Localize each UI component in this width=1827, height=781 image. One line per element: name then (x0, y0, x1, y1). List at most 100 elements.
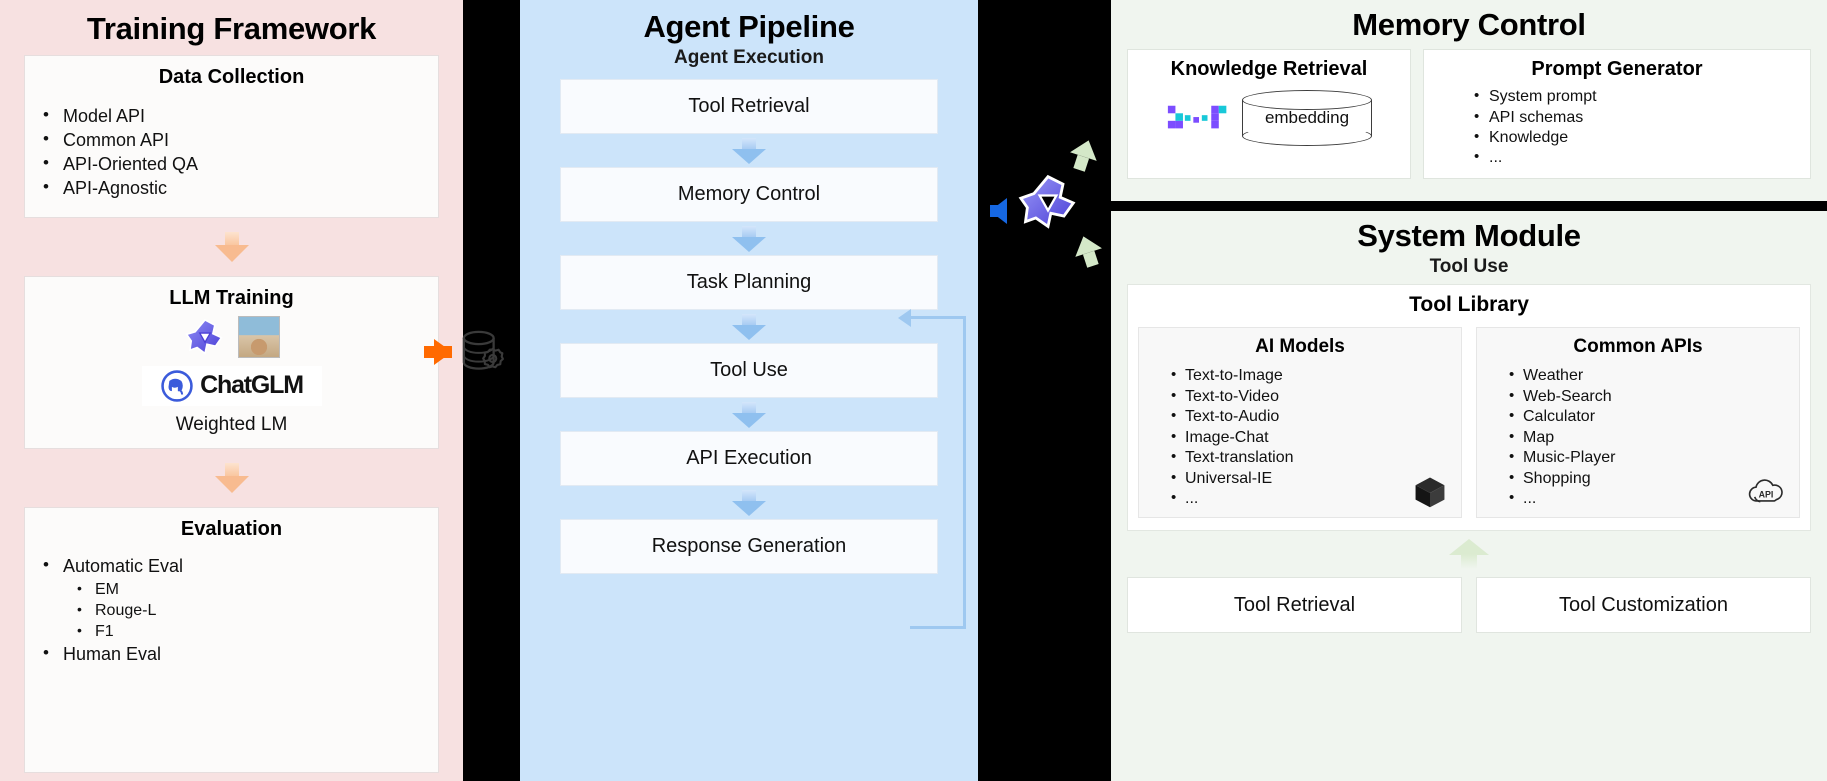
list-item: Text-to-Video (1171, 386, 1451, 407)
list-item: Web-Search (1509, 386, 1789, 407)
list-item: Text-translation (1171, 447, 1451, 468)
list-item: Shopping (1509, 468, 1789, 489)
list-item: Text-to-Image (1171, 365, 1451, 386)
list-item: API-Oriented QA (33, 152, 430, 177)
pipeline-step-tool-retrieval[interactable]: Tool Retrieval (560, 79, 938, 135)
list-item: ... (1171, 488, 1451, 509)
memory-control-panel: Memory Control Knowledge Retrieval (1111, 0, 1827, 201)
embedding-store-icon: embedding (1242, 90, 1372, 147)
glm-hexagon-icon (1018, 174, 1076, 229)
list-item: ... (1474, 147, 1800, 168)
ai-models-title: AI Models (1255, 336, 1345, 358)
list-item: API-Agnostic (33, 176, 430, 201)
agent-pipeline-panel: Agent Pipeline Agent Execution Tool Retr… (520, 0, 978, 781)
prompt-generator-card: Prompt Generator System prompt API schem… (1423, 49, 1811, 180)
memory-control-title: Memory Control (1352, 7, 1586, 42)
data-collection-card: Data Collection Model API Common API API… (24, 55, 439, 218)
evaluation-card: Evaluation Automatic Eval EM Rouge-L F1 … (24, 506, 439, 773)
cube-icon (1415, 478, 1445, 508)
database-gear-icon (462, 330, 504, 370)
system-module-subtitle: Tool Use (1429, 256, 1509, 278)
list-item: Calculator (1509, 406, 1789, 427)
evaluation-list: Automatic Eval EM Rouge-L F1 Human Eval (33, 554, 430, 667)
pipeline-arrow (534, 222, 964, 255)
list-item: ... (1509, 488, 1789, 509)
pipeline-arrow (534, 134, 964, 167)
system-module-panel: System Module Tool Use Tool Library AI M… (1111, 211, 1827, 781)
list-item: Universal-IE (1171, 468, 1451, 489)
system-bottom-actions: Tool Retrieval Tool Customization (1127, 577, 1811, 634)
list-item: Music-Player (1509, 447, 1789, 468)
arrow-down-icon (732, 489, 766, 516)
list-item: System prompt (1474, 86, 1800, 107)
ai-models-list: Text-to-Image Text-to-Video Text-to-Audi… (1149, 365, 1451, 509)
arrow-right-orange-icon (424, 339, 452, 365)
list-item: Knowledge (1474, 127, 1800, 148)
tool-customization-button[interactable]: Tool Customization (1476, 577, 1811, 634)
arrow-down-icon (214, 462, 249, 493)
common-apis-card: Common APIs Weather Web-Search Calculato… (1476, 327, 1800, 519)
evaluation-title: Evaluation (180, 517, 283, 540)
training-to-pipeline-connector (424, 0, 552, 781)
arrow-down-icon (732, 401, 766, 428)
list-item: API schemas (1474, 106, 1800, 128)
arrow-down-icon (732, 225, 766, 252)
agent-pipeline-subtitle: Agent Execution (674, 47, 824, 69)
memory-cards-row: Knowledge Retrieval (1127, 49, 1811, 180)
chatglm-logo: ChatGLM (141, 365, 322, 406)
llama-image-icon (237, 315, 280, 358)
data-collection-list: Model API Common API API-Oriented QA API… (33, 104, 430, 201)
training-framework-panel: Training Framework Data Collection Model… (0, 0, 463, 781)
pipeline-arrow (534, 486, 964, 519)
list-item: EM (33, 579, 430, 600)
chatglm-wordmark: ChatGLM (200, 371, 304, 400)
list-item: Image-Chat (1171, 427, 1451, 448)
common-apis-title: Common APIs (1573, 336, 1703, 358)
tool-library-title: Tool Library (1409, 293, 1529, 317)
ai-models-card: AI Models Text-to-Image Text-to-Video Te… (1138, 327, 1462, 519)
pipeline-step-response-generation[interactable]: Response Generation (560, 519, 938, 575)
pipeline-to-modules-connector (978, 0, 1111, 781)
prompt-generator-list: System prompt API schemas Knowledge ... (1434, 86, 1800, 168)
list-item: Automatic Eval (33, 554, 430, 579)
vector-dots-icon (1167, 105, 1227, 129)
knowledge-retrieval-card: Knowledge Retrieval (1127, 49, 1411, 180)
knowledge-retrieval-title: Knowledge Retrieval (1170, 58, 1368, 81)
pipeline-arrow (534, 398, 964, 431)
glm-connector-cluster (986, 136, 1111, 273)
chatglm-elephant-icon (161, 370, 193, 402)
list-item: Common API (33, 128, 430, 153)
tool-retrieval-button[interactable]: Tool Retrieval (1127, 577, 1462, 634)
list-item: Rouge-L (33, 600, 430, 621)
glm-hexagon-icon (184, 318, 223, 355)
tool-library-card: Tool Library AI Models Text-to-Image Tex… (1127, 284, 1811, 532)
training-framework-title: Training Framework (86, 11, 377, 46)
embedding-label: embedding (1264, 108, 1350, 128)
prompt-generator-title: Prompt Generator (1531, 58, 1703, 81)
list-item: Model API (33, 104, 430, 129)
arrow-green-up-icon (1449, 539, 1489, 570)
tool-library-row: AI Models Text-to-Image Text-to-Video Te… (1138, 327, 1800, 519)
arrow-green-down-icon (1070, 232, 1102, 257)
agent-pipeline-title: Agent Pipeline (643, 9, 855, 44)
feedback-loop-arrow (898, 309, 966, 629)
pipeline-step-api-execution[interactable]: API Execution (560, 431, 938, 487)
arrow-green-up-icon (1070, 136, 1102, 161)
llm-logo-row (33, 315, 430, 358)
pipeline-step-memory-control[interactable]: Memory Control (560, 167, 938, 223)
pipeline-steps: Tool Retrieval Memory Control Task Plann… (534, 79, 964, 771)
list-item: Weather (1509, 365, 1789, 386)
arrow-down-icon (214, 231, 249, 262)
arrow-down-icon (732, 137, 766, 164)
llm-training-card: LLM Training ChatGLM We (24, 275, 439, 449)
list-item: Human Eval (33, 642, 430, 667)
list-item: Text-to-Audio (1171, 406, 1451, 427)
svg-text:API: API (1759, 490, 1774, 500)
api-cloud-icon: API (1748, 479, 1783, 503)
pipeline-step-tool-use[interactable]: Tool Use (560, 343, 938, 399)
list-item: Map (1509, 427, 1789, 448)
pipeline-step-task-planning[interactable]: Task Planning (560, 255, 938, 311)
common-apis-list: Weather Web-Search Calculator Map Music-… (1487, 365, 1789, 509)
arrow-left-blue-icon (990, 198, 1007, 224)
